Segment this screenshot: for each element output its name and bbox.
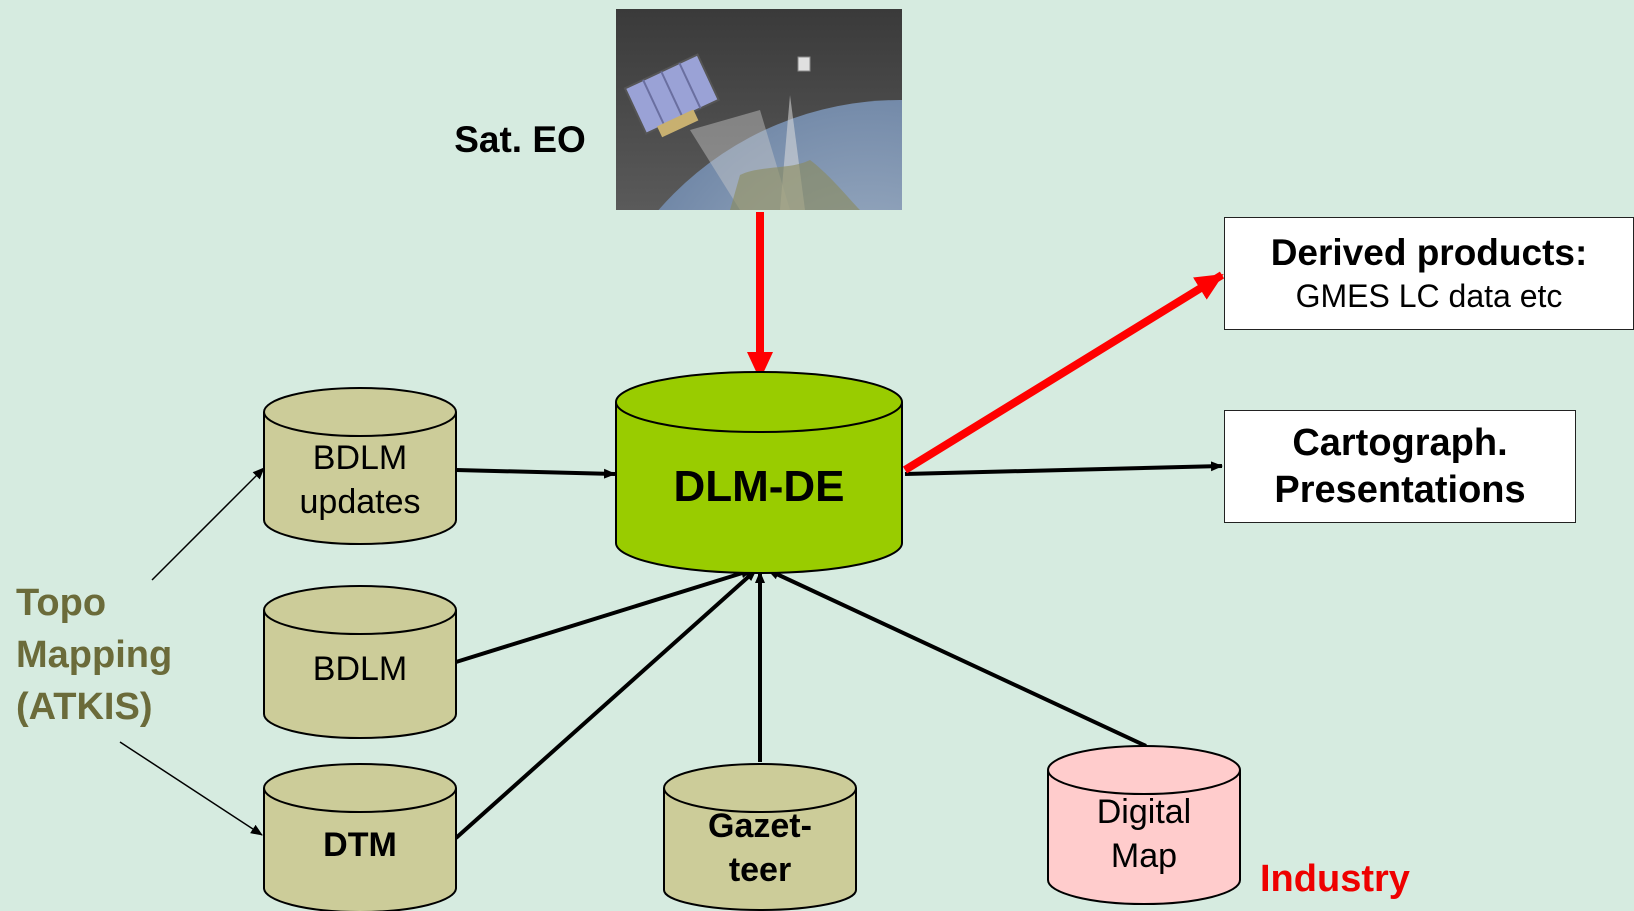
gazetteer-cylinder (663, 763, 857, 911)
topo-line3: (ATKIS) (16, 686, 153, 728)
dtm-cylinder (263, 763, 457, 911)
bdlm-updates-cylinder (263, 387, 457, 545)
cartograph-line1: Cartograph. (1292, 421, 1508, 464)
bdlm-updates-line1: BDLM (312, 439, 408, 477)
derived-products-box: Derived products: GMES LC data etc (1224, 217, 1634, 330)
dtm-label: DTM (323, 826, 397, 864)
industry-label: Industry (1260, 858, 1410, 900)
topo-to-bdlm-updates-arrow (151, 467, 265, 581)
bdlm-updates-to-dlm-arrow (455, 468, 616, 479)
cartograph-presentations-box: Cartograph. Presentations (1224, 410, 1576, 523)
bdlm-updates-label: BDLM updates (264, 436, 456, 524)
gazetteer-line1: Gazet- (708, 807, 812, 845)
topo-line1: Topo (16, 582, 107, 624)
bdlm-updates-line2: updates (299, 483, 421, 521)
dlm-to-cartograph-arrow (904, 461, 1223, 476)
derived-products-title: Derived products: (1270, 232, 1588, 273)
digital-map-line2: Map (1110, 837, 1178, 875)
dlm-de-label: DLM-DE (673, 462, 845, 511)
topo-line2: Mapping (16, 634, 173, 676)
derived-products-subtitle: GMES LC data etc (1295, 278, 1563, 314)
satellite-image (616, 9, 902, 210)
bdlm-cylinder (263, 585, 457, 739)
dtm-to-dlm-arrow (454, 568, 758, 840)
cartograph-line2: Presentations (1274, 468, 1526, 511)
digital-map-line1: Digital (1096, 793, 1192, 831)
digital-map-label: Digital Map (1048, 790, 1240, 878)
topo-mapping-label: Topo Mapping (ATKIS) (16, 577, 172, 733)
gazetteer-line2: teer (728, 851, 792, 889)
digital-map-to-dlm-arrow (767, 568, 1147, 748)
sat-eo-label: Sat. EO (454, 119, 586, 160)
dlm-de-cylinder (615, 371, 903, 574)
digital-map-cylinder (1047, 745, 1241, 905)
bdlm-label: BDLM (312, 650, 408, 688)
bdlm-to-dlm-arrow (455, 568, 753, 664)
gazetteer-label: Gazet- teer (664, 804, 856, 892)
topo-to-dtm-arrow (119, 741, 263, 836)
dlm-to-derived-products-arrow (902, 271, 1225, 474)
